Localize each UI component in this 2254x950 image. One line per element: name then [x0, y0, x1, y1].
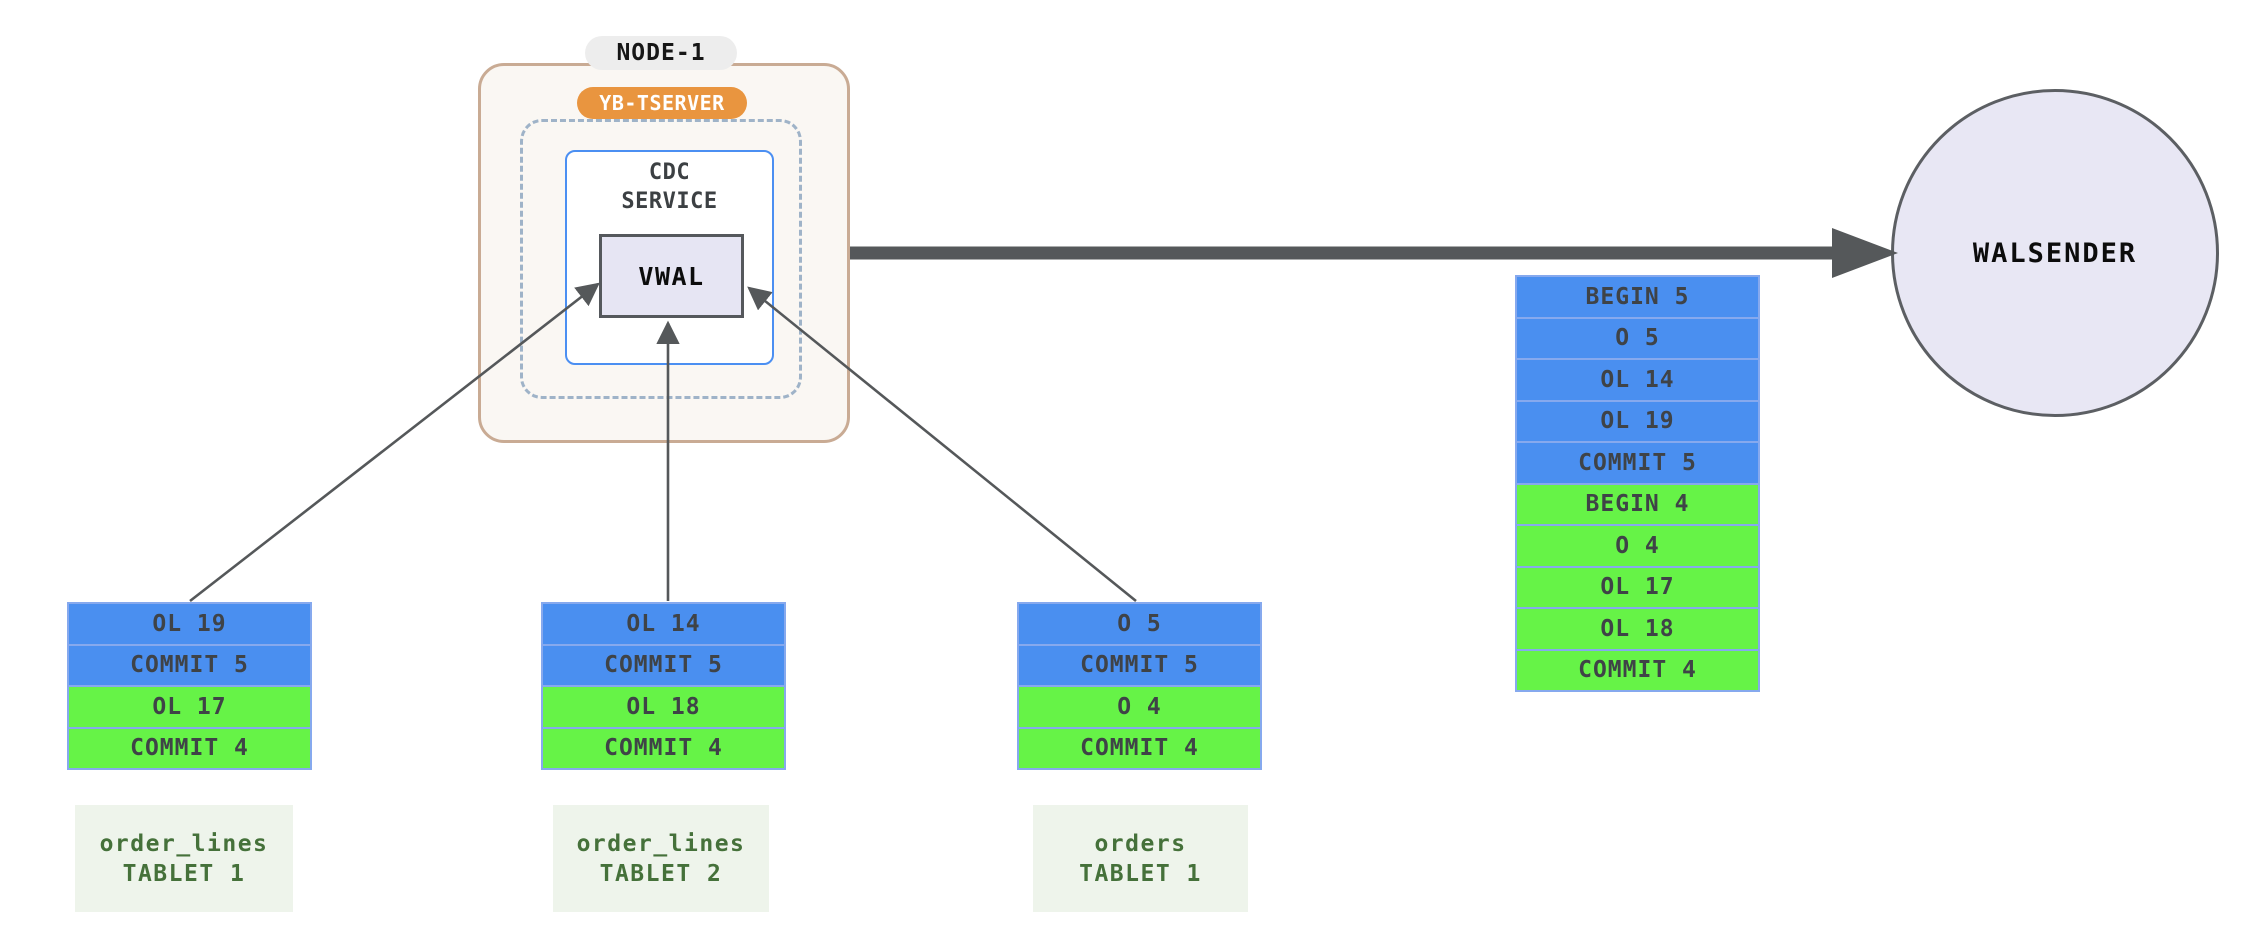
tablet-1-name-label: order_lines TABLET 1: [75, 805, 293, 912]
tablet-name-line1: order_lines: [576, 830, 746, 857]
tablet-row: COMMIT 5: [1017, 643, 1262, 687]
tablet-row: OL 17: [67, 685, 312, 729]
yb-tserver-label: YB-TSERVER: [599, 91, 725, 115]
tablet-row: COMMIT 5: [67, 643, 312, 687]
tablet-3-name-label: orders TABLET 1: [1033, 805, 1248, 912]
tablet-row: O 5: [1017, 602, 1262, 646]
tablet-row: COMMIT 4: [67, 726, 312, 770]
node-1-label-pill: NODE-1: [585, 36, 737, 70]
tablet-row: OL 14: [541, 602, 786, 646]
tablet-name-line2: TABLET 2: [599, 860, 723, 887]
tablet-row: COMMIT 4: [541, 726, 786, 770]
tablet-name-line1: orders: [1094, 830, 1187, 857]
cdc-service-title-line1: CDC: [648, 160, 691, 185]
tablet-row: COMMIT 4: [1017, 726, 1262, 770]
vwal-box: VWAL: [599, 234, 744, 318]
walsender-circle: WALSENDER: [1891, 89, 2219, 417]
vwal-label: VWAL: [638, 261, 705, 291]
yb-tserver-label-pill: YB-TSERVER: [577, 87, 747, 119]
stream-row: BEGIN 4: [1515, 482, 1760, 526]
tablet-name-line2: TABLET 1: [1079, 860, 1202, 887]
stream-row: COMMIT 4: [1515, 648, 1760, 692]
tablet-2-name-label: order_lines TABLET 2: [553, 805, 769, 912]
stream-row: OL 19: [1515, 399, 1760, 443]
tablet-row: OL 19: [67, 602, 312, 646]
tablet-2-stack: OL 14 COMMIT 5 OL 18 COMMIT 4: [541, 602, 786, 770]
merged-stream-stack: BEGIN 5 O 5 OL 14 OL 19 COMMIT 5 BEGIN 4…: [1515, 275, 1760, 692]
stream-row: OL 14: [1515, 358, 1760, 402]
tablet-3-stack: O 5 COMMIT 5 O 4 COMMIT 4: [1017, 602, 1262, 770]
stream-row: OL 17: [1515, 565, 1760, 609]
tablet-row: O 4: [1017, 685, 1262, 729]
stream-row: O 4: [1515, 524, 1760, 568]
node-1-label: NODE-1: [616, 40, 706, 66]
stream-row: BEGIN 5: [1515, 275, 1760, 319]
stream-row: OL 18: [1515, 607, 1760, 651]
yb-tserver-boundary-box: [520, 119, 802, 399]
vwal-to-walsender-arrow: [850, 228, 1898, 278]
tablet-row: COMMIT 5: [541, 643, 786, 687]
tablet-name-line1: order_lines: [99, 830, 269, 857]
stream-row: COMMIT 5: [1515, 441, 1760, 485]
cdc-service-title: CDC SERVICE: [565, 158, 774, 216]
tablet-name-line2: TABLET 1: [122, 860, 246, 887]
stream-row: O 5: [1515, 316, 1760, 360]
tablet-1-stack: OL 19 COMMIT 5 OL 17 COMMIT 4: [67, 602, 312, 770]
cdc-service-title-line2: SERVICE: [621, 189, 718, 214]
tablet-row: OL 18: [541, 685, 786, 729]
walsender-label: WALSENDER: [1972, 237, 2138, 269]
